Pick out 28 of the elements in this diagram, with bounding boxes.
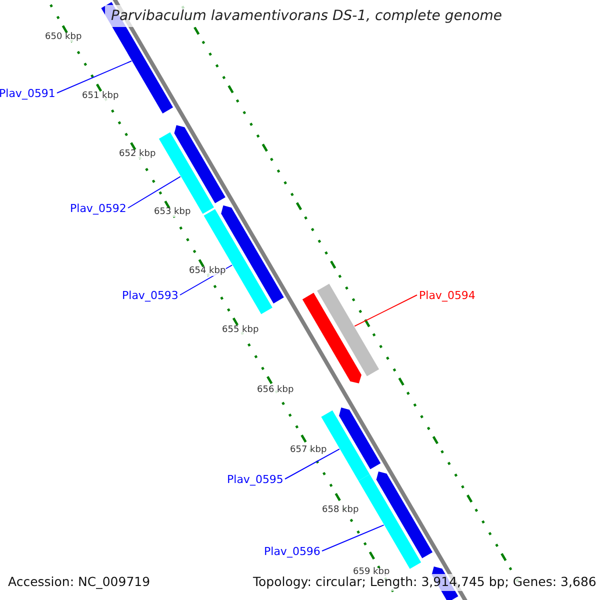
gene-label: Plav_0594 [419, 290, 476, 300]
scale-label: 655 kbp [222, 326, 259, 335]
scale-label: 652 kbp [119, 150, 156, 159]
gene-feature [302, 292, 362, 384]
gene-feature [174, 125, 226, 204]
gene-feature [376, 471, 433, 558]
leader-line [322, 524, 384, 552]
gene-label: Plav_0593 [122, 290, 178, 300]
scale-label: 656 kbp [257, 386, 294, 395]
scale-label: 650 kbp [45, 33, 82, 42]
leader-line [354, 294, 418, 327]
gene-label: Plav_0591 [0, 88, 56, 98]
leader-line [56, 60, 132, 94]
gene-feature [339, 408, 381, 470]
info-text: Topology: circular; Length: 3,914,745 bp; Genes: 3,686 [251, 574, 598, 590]
leader-line [284, 448, 340, 480]
info-text: Accession: NC_009719 [6, 574, 152, 590]
leader-line [128, 176, 181, 208]
scale-label: 654 kbp [189, 267, 226, 276]
scale-label: 657 kbp [290, 446, 327, 455]
scale-label: 651 kbp [82, 92, 119, 101]
gene-bar [317, 284, 380, 376]
scale-label: 653 kbp [154, 208, 191, 217]
gene-label: Plav_0595 [227, 474, 284, 484]
gene-bar [358, 474, 422, 569]
gene-label: Plav_0592 [70, 202, 126, 214]
scale-label: 658 kbp [322, 506, 359, 515]
gene-label: Plav_0596 [264, 546, 320, 556]
